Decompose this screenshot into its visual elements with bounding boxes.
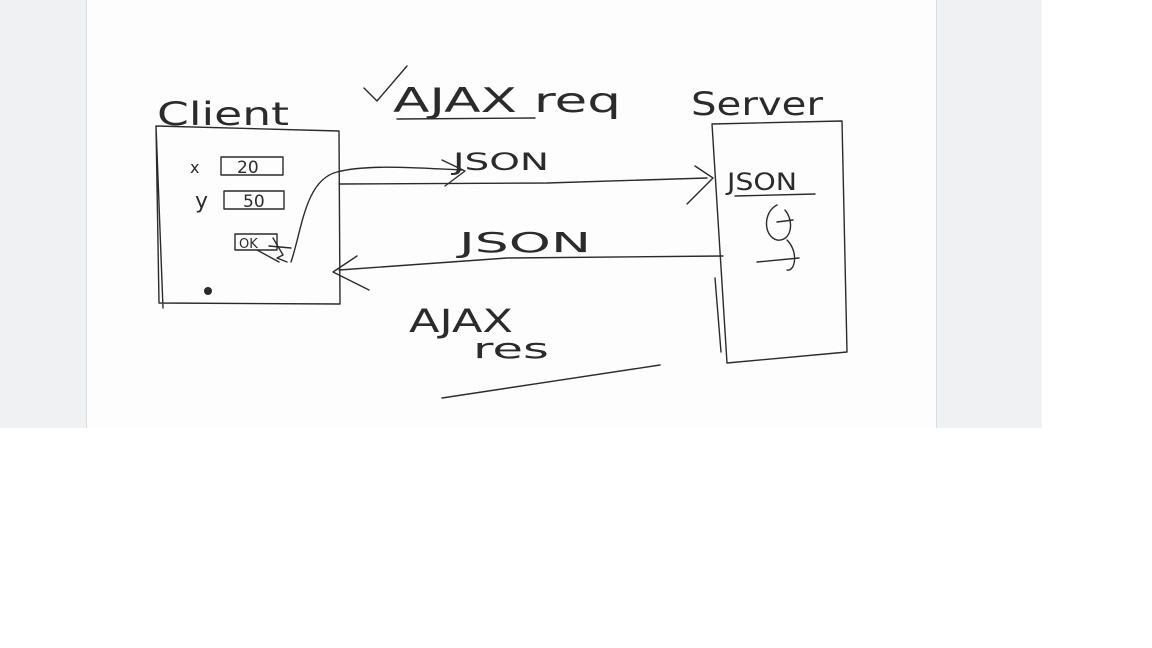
request-arrow-long [338, 177, 708, 185]
response-arrow-head-icon [332, 255, 370, 291]
client-field-x-label: x [190, 158, 199, 177]
ajax-sketch: Client x 20 y 50 OK JSON AJAX req [155, 65, 848, 399]
request-arrow-short-head-icon [441, 159, 466, 187]
server-title: Server [691, 85, 824, 123]
response-label-underline [441, 364, 661, 399]
response-label-line2: res [473, 332, 549, 365]
check-mark-icon [363, 65, 408, 102]
client-field-x-value: 20 [237, 158, 259, 178]
request-arrow-long-head-icon [686, 165, 714, 205]
response-arrow [338, 255, 724, 271]
client-ok-label: OK [239, 237, 258, 252]
client-field-y-label: y [195, 189, 208, 214]
client-field-y-value: 50 [243, 192, 265, 212]
document-viewer: Client x 20 y 50 OK JSON AJAX req [0, 0, 1042, 428]
response-payload-label: JSON [455, 226, 591, 259]
request-arrow-short [290, 166, 463, 263]
server-process-scribble-icon [756, 204, 800, 271]
client-ok-button [234, 233, 278, 251]
client-field-y-box [223, 190, 285, 210]
blank-area [0, 428, 1152, 648]
request-label: AJAX req [393, 81, 621, 121]
client-box [155, 125, 341, 309]
whiteboard-page: Client x 20 y 50 OK JSON AJAX req [86, 0, 937, 428]
cursor-scribble-icon [256, 237, 292, 263]
client-dot [204, 287, 212, 295]
client-field-x-box [220, 156, 284, 176]
request-label-underline [396, 117, 536, 120]
server-inner-label: JSON [725, 168, 797, 196]
server-inner-underline [734, 193, 816, 197]
response-label-line1: AJAX [409, 302, 513, 340]
server-box [711, 120, 848, 364]
request-payload-label: JSON [450, 148, 549, 176]
client-title: Client [157, 95, 289, 133]
